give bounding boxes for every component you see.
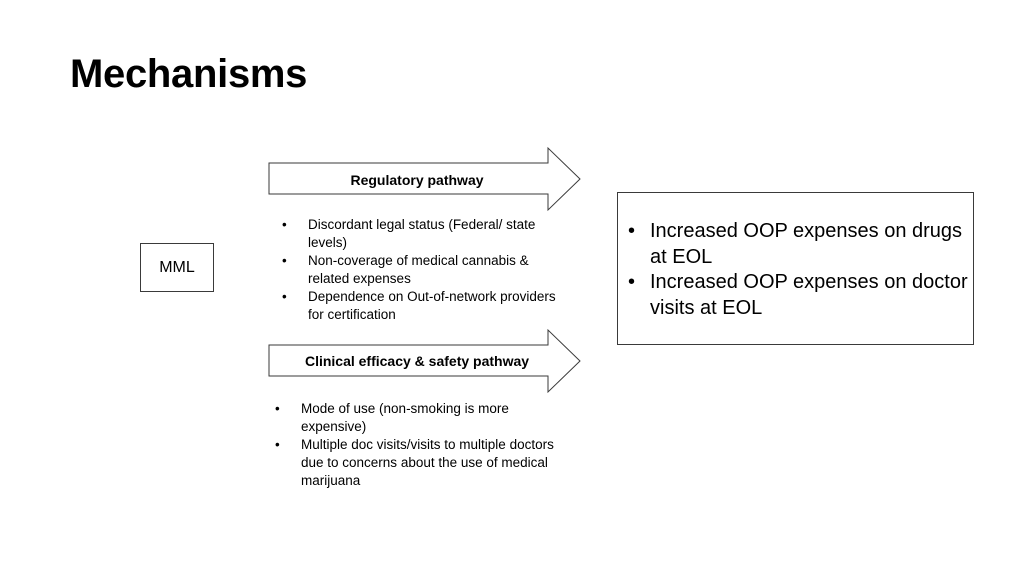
regulatory-arrow-shape bbox=[268, 146, 581, 212]
mml-node: MML bbox=[140, 243, 214, 292]
list-item: Increased OOP expenses on drugs at EOL bbox=[626, 219, 973, 270]
clinical-pathway-arrow bbox=[268, 328, 581, 394]
clinical-arrow-shape bbox=[268, 328, 581, 394]
list-item: Mode of use (non-smoking is more expensi… bbox=[270, 400, 570, 436]
list-item: Non-coverage of medical cannabis & relat… bbox=[277, 252, 567, 288]
mml-label: MML bbox=[159, 258, 195, 276]
list-item: Dependence on Out-of-network providers f… bbox=[277, 288, 567, 324]
list-item: Multiple doc visits/visits to multiple d… bbox=[270, 436, 570, 490]
list-item: Increased OOP expenses on doctor visits … bbox=[626, 270, 973, 321]
outcome-box: Increased OOP expenses on drugs at EOL I… bbox=[617, 192, 974, 345]
regulatory-pathway-label: Regulatory pathway bbox=[350, 172, 484, 188]
outcome-bullet-list: Increased OOP expenses on drugs at EOL I… bbox=[626, 219, 973, 321]
slide-title: Mechanisms bbox=[70, 52, 308, 96]
regulatory-pathway-arrow bbox=[268, 146, 581, 212]
clinical-pathway-label: Clinical efficacy & safety pathway bbox=[304, 353, 530, 369]
clinical-bullet-list: Mode of use (non-smoking is more expensi… bbox=[270, 400, 570, 490]
regulatory-bullet-list: Discordant legal status (Federal/ state … bbox=[277, 216, 567, 324]
list-item: Discordant legal status (Federal/ state … bbox=[277, 216, 567, 252]
